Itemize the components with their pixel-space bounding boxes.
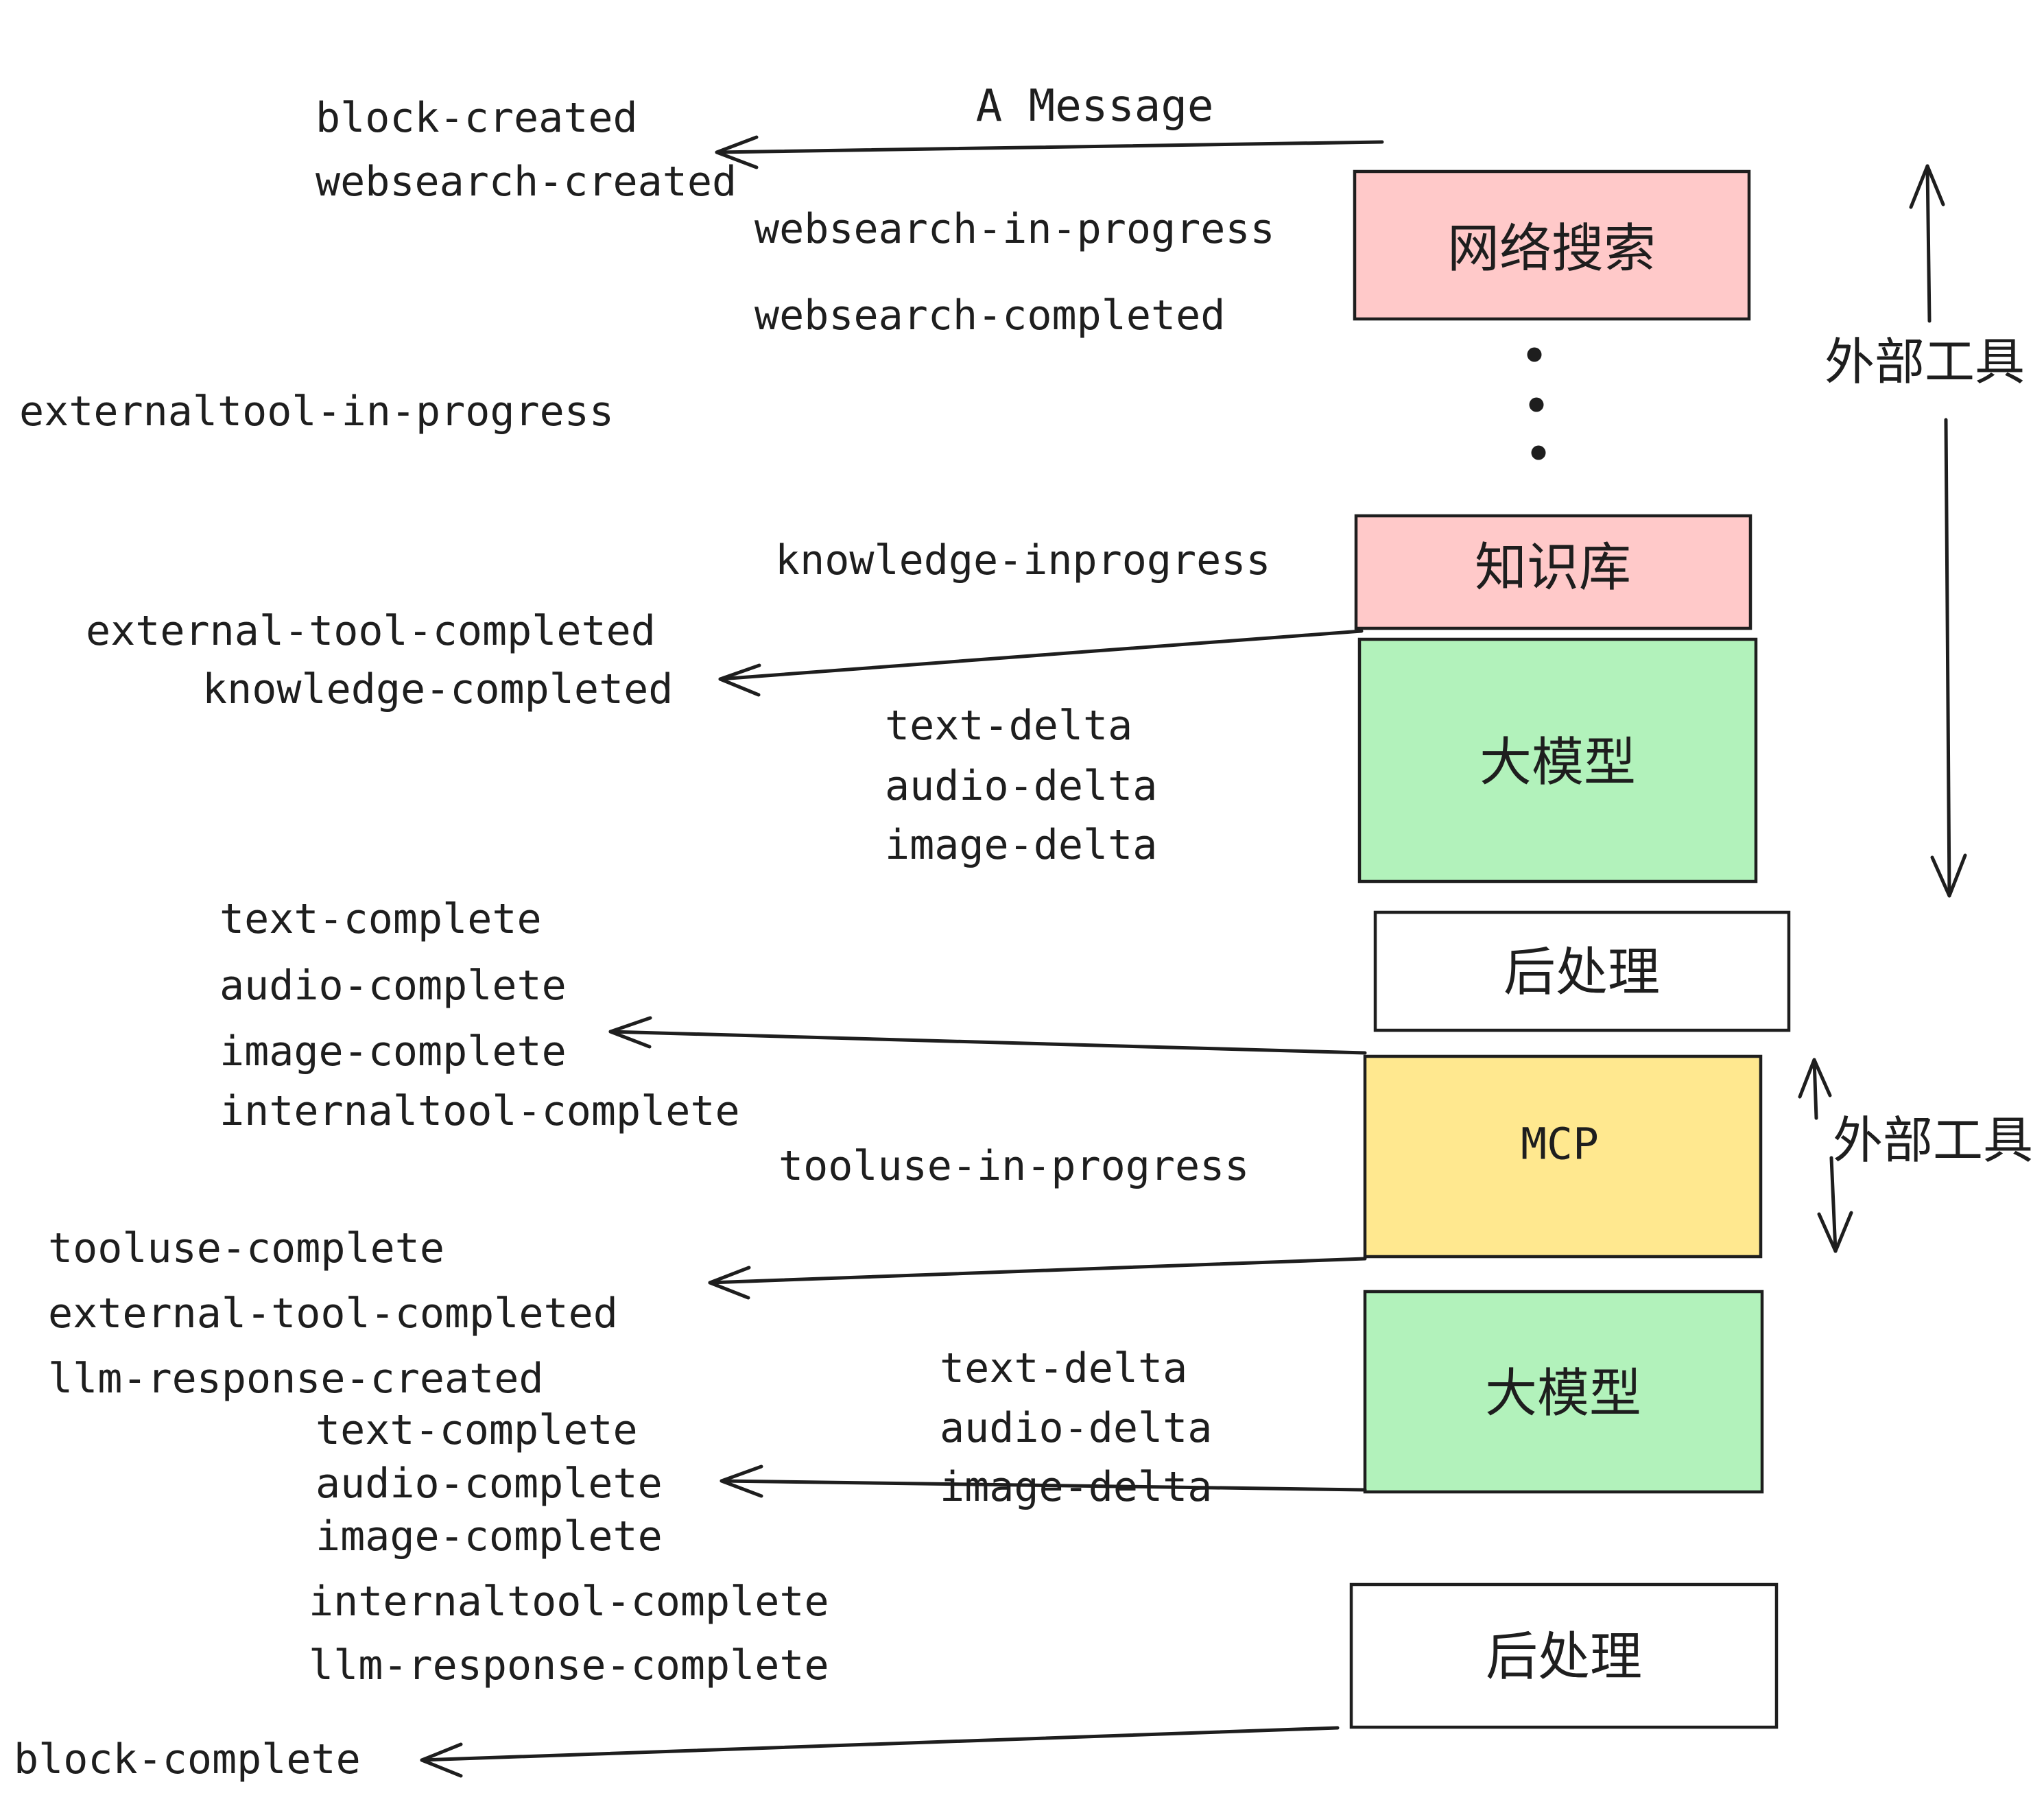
post-1-box-label: 后处理 <box>1504 944 1660 1002</box>
box-mcp: MCP <box>1363 1054 1763 1259</box>
box-knowledge: 知识库 <box>1354 514 1752 630</box>
llm-2-box-label: 大模型 <box>1485 1365 1641 1423</box>
event-audio-delta-2: audio-delta <box>940 1404 1212 1452</box>
event-llm-response-complete: llm-response-complete <box>309 1641 829 1689</box>
event-knowledge-inprogress: knowledge-inprogress <box>775 536 1270 584</box>
event-image-complete-1: image-complete <box>219 1028 567 1076</box>
event-image-complete-2: image-complete <box>316 1512 663 1560</box>
event-external-tool-completed-1: external-tool-completed <box>86 607 656 655</box>
external-tools-group-2: 外部工具 <box>1798 1058 2033 1253</box>
event-tooluse-complete: tooluse-complete <box>48 1224 444 1272</box>
external-tools-down-arrow-1 <box>1930 418 1967 898</box>
llm-1-box-label: 大模型 <box>1479 734 1636 792</box>
ellipsis-dots <box>1527 347 1546 460</box>
event-llm-response-created: llm-response-created <box>48 1355 543 1403</box>
event-websearch-created: websearch-created <box>316 158 737 206</box>
arrow-audio-complete <box>720 1464 1367 1498</box>
event-text-delta-2: text-delta <box>940 1344 1187 1392</box>
box-llm-1: 大模型 <box>1357 637 1758 883</box>
event-text-delta-1: text-delta <box>885 702 1132 750</box>
event-audio-complete-2: audio-complete <box>316 1460 663 1508</box>
llm-1-box-rect <box>1357 637 1758 883</box>
dot-2 <box>1529 397 1544 412</box>
dot-3 <box>1531 445 1546 460</box>
mcp-box-label: MCP <box>1521 1119 1599 1170</box>
event-internaltool-complete-1: internaltool-complete <box>219 1087 740 1135</box>
event-websearch-in-progress: websearch-in-progress <box>754 205 1275 253</box>
knowledge-box-label: 知识库 <box>1475 539 1631 597</box>
external-tools-label-2: 外部工具 <box>1833 1113 2033 1169</box>
mcp-box-rect <box>1363 1054 1763 1259</box>
event-text-complete-2: text-complete <box>316 1406 638 1454</box>
external-tools-up-arrow-1 <box>1909 164 1945 323</box>
external-tools-up-arrow-2 <box>1798 1058 1832 1120</box>
box-llm-2: 大模型 <box>1363 1290 1764 1494</box>
event-text-complete-1: text-complete <box>219 895 542 943</box>
external-tools-down-arrow-2 <box>1817 1156 1853 1253</box>
arrow-block-created <box>715 135 1384 169</box>
websearch-box-rect <box>1353 169 1751 321</box>
event-image-delta-1: image-delta <box>885 821 1157 869</box>
box-websearch: 网络搜索 <box>1353 169 1751 321</box>
arrow-block-complete <box>420 1726 1340 1778</box>
event-externaltool-in-progress: externaltool-in-progress <box>19 388 614 436</box>
knowledge-box-rect <box>1354 514 1752 630</box>
external-tools-label-1: 外部工具 <box>1825 335 2025 390</box>
event-external-tool-completed-2: external-tool-completed <box>48 1290 618 1338</box>
post-2-box-label: 后处理 <box>1486 1628 1642 1687</box>
event-block-created: block-created <box>316 94 638 142</box>
post-1-box-rect <box>1373 910 1791 1032</box>
websearch-box-label: 网络搜索 <box>1447 220 1656 278</box>
event-audio-delta-1: audio-delta <box>885 762 1157 810</box>
external-tools-group-1: 外部工具 <box>1825 164 2025 898</box>
diagram-title: A Message <box>976 81 1214 132</box>
event-tooluse-in-progress: tooluse-in-progress <box>779 1142 1249 1190</box>
event-internaltool-complete-2: internaltool-complete <box>309 1578 829 1626</box>
box-post-1: 后处理 <box>1373 910 1791 1032</box>
event-knowledge-completed: knowledge-completed <box>202 665 673 713</box>
box-post-2: 后处理 <box>1349 1582 1779 1729</box>
post-2-box-rect <box>1349 1582 1779 1729</box>
dot-1 <box>1527 347 1542 362</box>
arrow-tooluse-complete <box>708 1257 1367 1300</box>
event-block-complete: block-complete <box>14 1735 361 1783</box>
event-audio-complete-1: audio-complete <box>219 962 567 1010</box>
arrow-knowledge-completed <box>718 629 1364 697</box>
llm-2-box-rect <box>1363 1290 1764 1494</box>
arrow-image-complete <box>608 1016 1367 1055</box>
event-websearch-completed: websearch-completed <box>754 292 1225 340</box>
